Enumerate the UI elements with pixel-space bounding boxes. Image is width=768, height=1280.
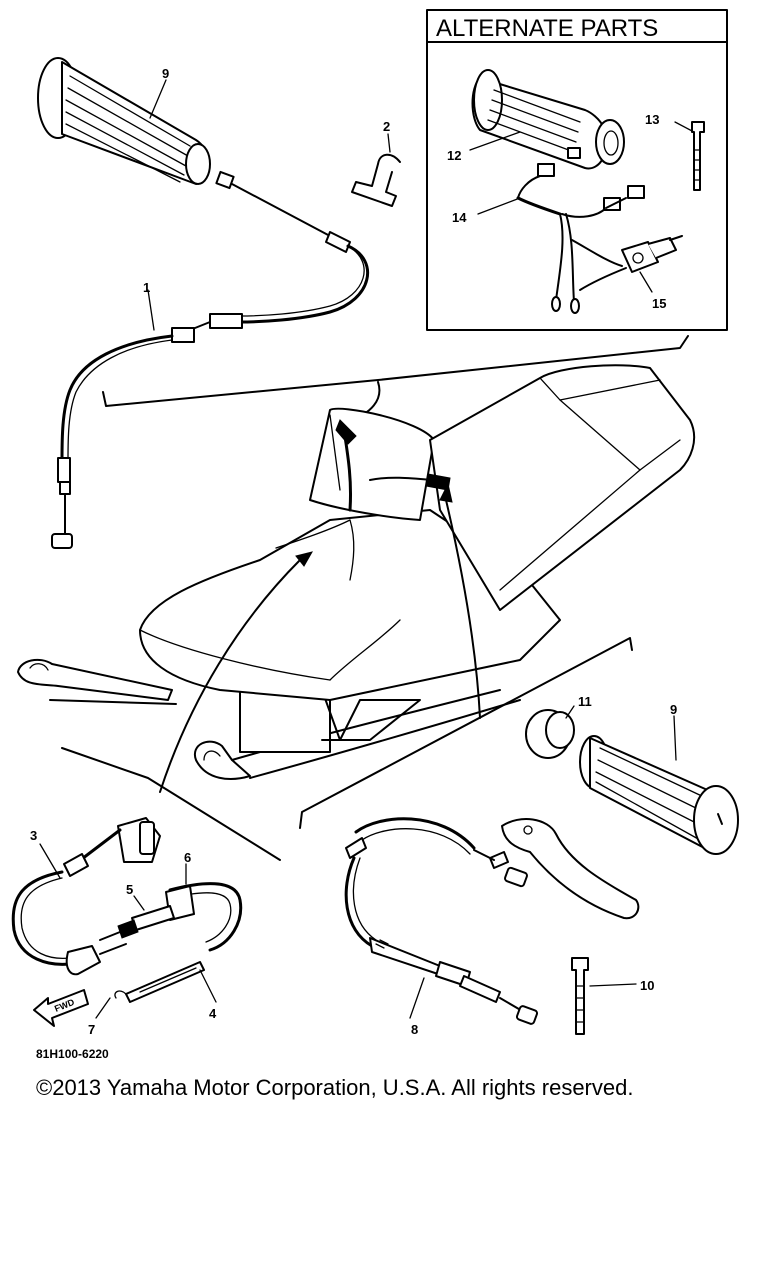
callout-13: 13 <box>645 112 659 127</box>
cable-6 <box>165 882 243 952</box>
brake-lever <box>501 818 640 920</box>
callout-15: 15 <box>652 296 666 311</box>
callout-4: 4 <box>209 1006 217 1021</box>
drawing-code: 81H100-6220 <box>36 1047 109 1061</box>
heated-grip-12 <box>471 69 625 170</box>
callout-7: 7 <box>88 1022 95 1037</box>
alternate-parts-inset: ALTERNATE PARTS 12 13 <box>426 9 728 331</box>
callout-5: 5 <box>126 882 133 897</box>
wire-harness-14 <box>516 163 645 314</box>
lower-right-bracket <box>299 637 633 829</box>
parts-diagram: ALTERNATE PARTS 12 13 <box>11 9 739 1037</box>
collar-11 <box>525 709 575 759</box>
callout-11: 11 <box>578 694 592 709</box>
handle-grip-9-left <box>37 57 211 185</box>
inset-frame <box>426 9 728 331</box>
callout-1: 1 <box>143 280 150 295</box>
throttle-cable-1 <box>51 170 369 549</box>
callout-8: 8 <box>411 1022 418 1037</box>
callout-6: 6 <box>184 850 191 865</box>
brake-cable-8 <box>344 817 539 1025</box>
snowmobile <box>17 364 696 793</box>
plunger-5 <box>99 905 175 941</box>
callout-14: 14 <box>452 210 467 225</box>
choke-cable-3 <box>11 817 161 976</box>
callout-9-bottom: 9 <box>670 702 677 717</box>
cable-4 <box>114 961 205 1003</box>
callout-9-top: 9 <box>162 66 169 81</box>
callout-2: 2 <box>383 119 390 134</box>
inset-title: ALTERNATE PARTS <box>436 15 658 42</box>
callout-12: 12 <box>447 148 461 163</box>
callout-10: 10 <box>640 978 654 993</box>
switch-15 <box>621 235 683 273</box>
cable-tie-10 <box>571 957 589 1035</box>
copyright-notice: ©2013 Yamaha Motor Corporation, U.S.A. A… <box>36 1075 634 1100</box>
callout-3: 3 <box>30 828 37 843</box>
handle-grip-9-right <box>579 735 739 855</box>
forward-arrow-icon: FWD <box>33 989 89 1027</box>
lower-left-bracket <box>61 747 281 861</box>
clip-2 <box>351 153 401 207</box>
